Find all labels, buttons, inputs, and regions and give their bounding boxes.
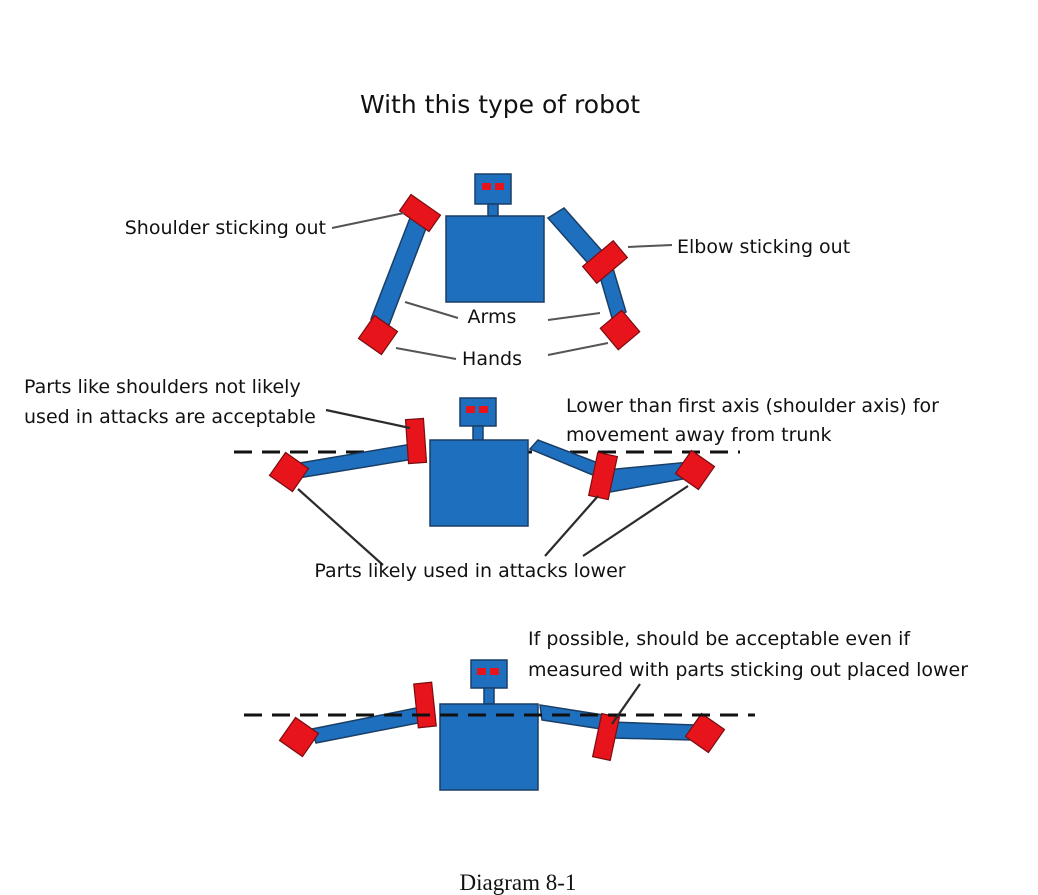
hands-label: Hands xyxy=(462,348,522,370)
arms-leader-left xyxy=(404,301,459,319)
note-line2: measured with parts sticking out placed … xyxy=(528,659,968,681)
hands-leader-left xyxy=(395,347,457,360)
note-line1: If possible, should be acceptable even i… xyxy=(528,628,911,650)
left-hand xyxy=(278,716,320,758)
right-hand xyxy=(674,449,716,491)
right-hand xyxy=(684,712,726,754)
right-hand xyxy=(599,309,641,351)
robot-figure-3: If possible, should be acceptable even i… xyxy=(244,628,968,791)
robot-figure-2: Parts like shoulders not likely used in … xyxy=(24,376,939,582)
left-hand xyxy=(268,451,310,493)
left-arm xyxy=(287,442,421,480)
elbow-leader-line xyxy=(627,244,673,248)
right-forearm xyxy=(611,721,695,741)
robot-trunk xyxy=(445,215,545,303)
shoulder-joint xyxy=(398,193,442,233)
shoulder-leader-line xyxy=(331,212,405,229)
diagram-title: With this type of robot xyxy=(360,90,640,119)
robot-trunk xyxy=(429,439,529,527)
shoulder-label: Shoulder sticking out xyxy=(125,217,326,239)
shoulders-note-line1: Parts like shoulders not likely xyxy=(24,376,301,398)
robot-eye-left xyxy=(477,668,486,675)
robot-trunk xyxy=(439,703,539,791)
robot-neck xyxy=(472,425,484,441)
robot-figure-1: Shoulder sticking out Elbow sticking out… xyxy=(125,173,850,370)
left-arm xyxy=(311,705,429,744)
arms-label: Arms xyxy=(468,306,517,328)
arms-leader-right xyxy=(547,312,601,321)
shoulders-note-leader xyxy=(325,408,411,430)
left-arm xyxy=(370,217,429,326)
elbow-joint xyxy=(581,239,629,285)
robot-eye-left xyxy=(482,183,491,190)
robot-eye-right xyxy=(490,668,499,675)
diagram-caption: Diagram 8-1 xyxy=(460,870,577,895)
attack-leader-left xyxy=(297,488,384,566)
shoulders-note-line2: used in attacks are acceptable xyxy=(24,406,316,428)
attack-leader-middle xyxy=(544,495,599,557)
hands-leader-right xyxy=(547,342,609,356)
axis-note-line2: movement away from trunk xyxy=(566,424,832,446)
axis-note-line1: Lower than first axis (shoulder axis) fo… xyxy=(566,395,939,417)
robot-neck xyxy=(487,203,499,217)
robot-head xyxy=(459,397,497,427)
robot-eye-right xyxy=(479,406,488,413)
note-leader xyxy=(611,683,641,725)
robot-head xyxy=(474,173,512,205)
elbow-label: Elbow sticking out xyxy=(677,236,850,258)
robot-eye-right xyxy=(495,183,504,190)
shoulder-joint xyxy=(413,681,437,729)
robot-eye-left xyxy=(466,406,475,413)
robot-neck xyxy=(483,687,495,705)
elbow-joint xyxy=(587,451,619,501)
attack-parts-label: Parts likely used in attacks lower xyxy=(314,560,625,582)
robot-head xyxy=(470,659,508,689)
shoulder-joint xyxy=(404,417,428,465)
attack-leader-right xyxy=(582,485,689,557)
left-hand xyxy=(357,314,399,356)
